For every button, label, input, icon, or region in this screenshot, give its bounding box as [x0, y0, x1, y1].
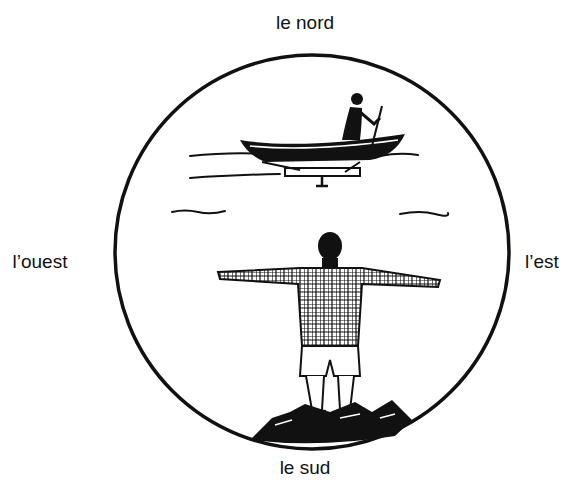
boy-figure [218, 232, 440, 412]
compass-circle [115, 55, 509, 449]
direction-south: le sud [280, 458, 331, 479]
direction-west: l’ouest [13, 252, 68, 273]
rock-highlights [275, 414, 395, 425]
canoe [240, 93, 405, 186]
direction-east: l’est [525, 252, 559, 273]
direction-north: le nord [276, 13, 334, 34]
rocks [250, 400, 412, 443]
water-lines [172, 153, 448, 216]
